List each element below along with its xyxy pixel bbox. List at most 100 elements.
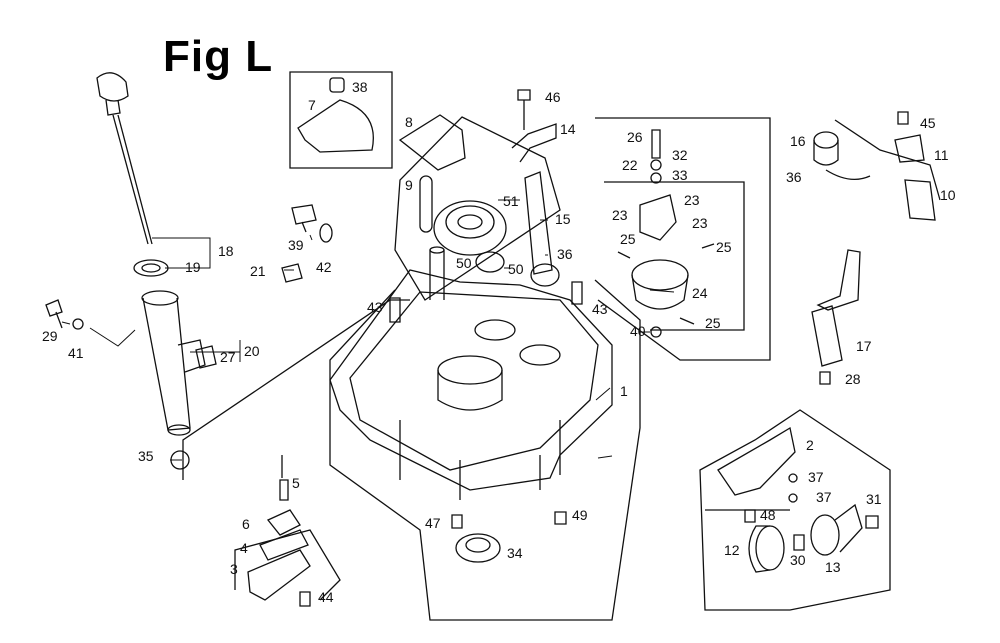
callout-31: 31 [866,491,882,507]
group-box-7 [289,71,393,169]
callout-30: 30 [790,552,806,568]
pin-25b [701,243,715,249]
callout-labels: 1 2 3 4 5 6 7 8 9 10 11 12 13 14 15 16 1… [42,79,956,605]
washer-40 [650,326,662,338]
o-ring-37a [788,473,798,483]
callout-23c: 23 [692,215,708,231]
callout-36b: 36 [786,169,802,185]
washer-32 [650,159,662,171]
plate-10 [904,179,936,221]
callout-22: 22 [622,157,638,173]
callout-2: 2 [806,437,814,453]
bearing-50b [530,263,560,287]
grommet-11 [894,134,925,163]
crankcase-1 [329,246,613,500]
breather-5 [279,455,289,501]
callout-19: 19 [185,259,201,275]
callout-46: 46 [545,89,561,105]
bolt-46 [517,89,531,130]
oil-seal-34 [455,533,501,563]
cover-6 [266,509,301,536]
callout-23a: 23 [684,192,700,208]
callout-8: 8 [405,114,413,130]
callout-23b: 23 [612,207,628,223]
callout-35: 35 [138,448,154,464]
bolt-30 [793,534,805,551]
leader-lines [61,199,675,461]
callout-41: 41 [68,345,84,361]
plate-15 [524,171,553,275]
callout-18: 18 [218,243,234,259]
bracket-14 [511,123,557,163]
oil-pump-13 [810,503,863,556]
group-frame-cover [234,529,341,601]
group-frame-dipstick [182,299,410,480]
gasket-4 [259,529,309,561]
oil-filter-12 [748,525,785,573]
callout-25b: 25 [716,239,732,255]
callout-4: 4 [240,540,248,556]
oil-fill-tube [141,290,206,436]
bolt-45 [897,111,909,125]
oil-switch-16 [813,131,871,181]
callout-17: 17 [856,338,872,354]
callout-36a: 36 [557,246,573,262]
callout-1: 1 [620,383,628,399]
callout-20: 20 [244,343,260,359]
plug-39 [291,204,317,233]
callout-51: 51 [503,193,519,209]
oil-seal-19 [133,259,169,277]
callout-43a: 43 [367,299,383,315]
group-frame-governor-inner [604,181,745,331]
group-frame-crankcase [329,279,641,621]
bearing-50a [475,251,505,273]
group-frame-governor [595,117,771,361]
callout-48: 48 [760,507,776,523]
callout-14: 14 [560,121,576,137]
callout-12: 12 [724,542,740,558]
governor-arm-17 [816,249,861,311]
cover-3 [247,549,311,601]
callout-26: 26 [627,129,643,145]
callout-13: 13 [825,559,841,575]
callout-45: 45 [920,115,936,131]
callout-37a: 37 [808,469,824,485]
callout-49: 49 [572,507,588,523]
bolt-49 [554,511,567,525]
callout-27: 27 [220,349,236,365]
group-frame-filter [699,409,891,611]
bolt-44 [299,591,311,607]
group-frame-bearing [394,116,561,301]
arm-sleeve-17 [811,305,843,367]
bolt-47 [451,514,463,529]
pin-25a [617,251,631,259]
clip-33 [650,172,662,184]
callout-50a: 50 [456,255,472,271]
pin-25c [679,317,695,325]
pin-43a [389,297,401,323]
filter-base-2 [717,426,796,496]
callout-50b: 50 [508,261,524,277]
bolt-48 [744,509,756,523]
bolt-31 [865,515,879,529]
callout-24: 24 [692,285,708,301]
pin-43b [571,281,583,305]
callout-15: 15 [555,211,571,227]
shaft-26 [651,129,661,159]
callout-42: 42 [316,259,332,275]
callout-25c: 25 [705,315,721,331]
callout-11: 11 [934,147,949,163]
plate-7 [297,99,374,153]
callout-7: 7 [308,97,316,113]
o-ring-37b [788,493,798,503]
bolt-29 [45,299,63,329]
callout-40: 40 [630,323,646,339]
callout-47: 47 [425,515,441,531]
callout-38: 38 [352,79,368,95]
bolt-21 [281,263,303,283]
callout-33: 33 [672,167,688,183]
callout-10: 10 [940,187,956,203]
callout-43b: 43 [592,301,608,317]
